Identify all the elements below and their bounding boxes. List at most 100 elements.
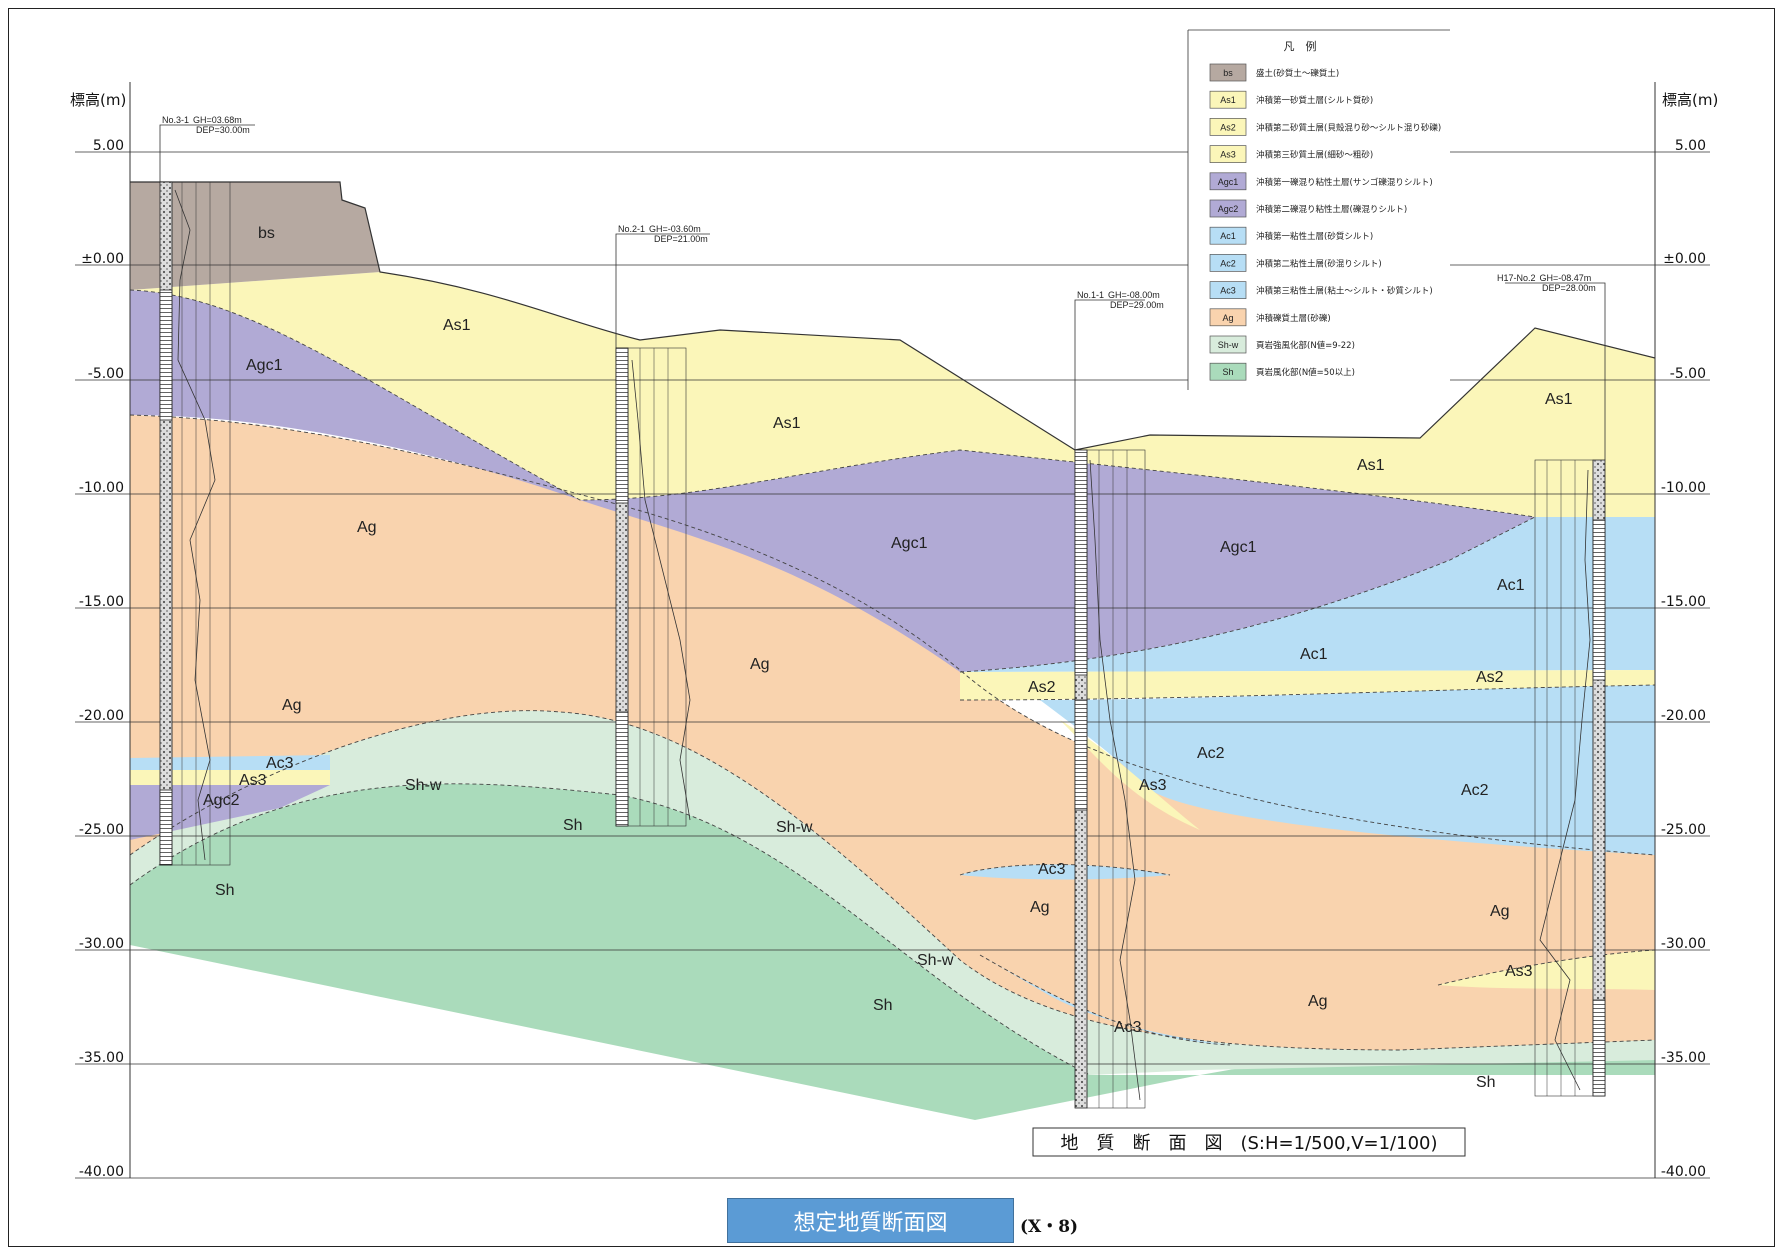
svg-text:H17-No.2GH=-08.47m: H17-No.2GH=-08.47m [1497, 273, 1591, 283]
layer-label: As1 [773, 415, 801, 432]
layer-labels: bs As1 Agc1 Ag Ag Ac3 As3 Agc2 Sh-w Sh A… [203, 225, 1573, 1091]
legend-swatch [1209, 226, 1247, 245]
left-tick-label: -30.00 [79, 936, 124, 952]
layer-label: Sh-w [917, 952, 954, 969]
legend-description: 頁岩強風化部(N値=9-22) [1256, 340, 1355, 351]
legend-swatch [1209, 90, 1247, 109]
borehole-1: No.3-1 GH=03.68m DEP=30.00m [159, 115, 255, 866]
right-tick-label: -20.00 [1661, 708, 1706, 724]
layer-label: Ag [357, 519, 377, 536]
svg-text:No.3-1GH=03.68m: No.3-1 GH=03.68m [162, 115, 242, 125]
left-tick-label: -25.00 [79, 822, 124, 838]
legend-code: Agc1 [1218, 177, 1239, 187]
legend-code: Ac3 [1220, 286, 1236, 296]
layer-agc1 [130, 290, 1535, 672]
layer-label: bs [258, 225, 275, 242]
legend-description: 頁岩風化部(N値=50以上) [1256, 367, 1355, 378]
layer-label: Agc2 [203, 792, 240, 809]
right-tick-label: -40.00 [1661, 1164, 1706, 1180]
borehole-name: H17-No.2 [1497, 273, 1536, 283]
layer-ac1 [960, 517, 1655, 672]
layer-label: Ag [1308, 993, 1328, 1010]
legend-item: As2 沖積第二砂質土層(貝殻混り砂～シルト混り砂礫) [1209, 118, 1441, 136]
legend-item: Sh-w 頁岩強風化部(N値=9-22) [1209, 335, 1355, 354]
layer-ag [130, 415, 1655, 1050]
right-tick-label: -5.00 [1670, 366, 1706, 382]
legend-code: Agc2 [1218, 204, 1239, 214]
layer-label: Sh [215, 882, 235, 899]
borehole-name: No.2-1 [618, 224, 645, 234]
borehole-dep: DEP=28.00m [1542, 283, 1596, 293]
layer-as1 [130, 272, 1655, 517]
ground-surface [130, 181, 1656, 451]
borehole-dep: DEP=30.00m [196, 125, 250, 135]
legend-code: Sh [1222, 367, 1233, 377]
right-tick-label: -35.00 [1661, 1050, 1706, 1066]
layer-label: Sh [563, 817, 583, 834]
layer-ac3-mid [960, 864, 1170, 880]
legend-swatch [1209, 254, 1247, 272]
layer-label: Ag [1030, 899, 1050, 916]
borehole-gh: GH=03.68m [193, 115, 242, 125]
legend-code: As2 [1220, 122, 1236, 132]
legend-description: 沖積第二粘性土層(砂混りシルト) [1256, 258, 1382, 269]
left-tick-labels: 5.00 ±0.00 -5.00 -10.00 -15.00 -20.00 -2… [79, 138, 124, 1180]
left-tick-label: -5.00 [88, 366, 124, 382]
right-tick-label: ±0.00 [1663, 251, 1706, 267]
legend-swatch [1209, 281, 1247, 299]
legend-description: 沖積第二礫混り粘性土層(礫混りシルト) [1256, 204, 1407, 215]
footer-code: (X・8) [1020, 1217, 1079, 1237]
section-caption: 地 質 断 面 図 (S:H=1/500,V=1/100) [1060, 1133, 1437, 1154]
legend-item: Sh 頁岩風化部(N値=50以上) [1209, 362, 1355, 381]
legend-swatch [1209, 145, 1247, 163]
svg-text:No.2-1GH=-03.60m: No.2-1 GH=-03.60m [618, 224, 701, 234]
borehole-name: No.3-1 [162, 115, 189, 125]
legend-code: Ac2 [1220, 258, 1236, 268]
layer-label: Ac1 [1300, 646, 1328, 663]
legend-code: Ag [1222, 313, 1233, 323]
layer-label: As1 [1545, 391, 1573, 408]
borehole-gh: GH=-08.00m [1108, 290, 1160, 300]
caption-box [1032, 1127, 1466, 1157]
layer-label: Ac3 [1114, 1019, 1142, 1036]
layer-label: Ac2 [1197, 745, 1225, 762]
layer-label: Ac2 [1461, 782, 1489, 799]
layer-label: Ag [282, 697, 302, 714]
layer-label: Ac1 [1497, 577, 1525, 594]
layer-label: As3 [1505, 963, 1533, 980]
right-tick-label: 5.00 [1675, 138, 1706, 154]
legend-title: 凡 例 [1284, 39, 1317, 53]
strata [130, 182, 1655, 1120]
layer-bs [130, 182, 380, 290]
legend-code: Sh-w [1218, 340, 1239, 350]
legend-code: As1 [1220, 95, 1236, 105]
legend-code: As3 [1220, 150, 1236, 160]
layer-ac2 [1040, 685, 1655, 855]
legend-item: Agc2 沖積第二礫混り粘性土層(礫混りシルト) [1209, 199, 1407, 218]
right-tick-labels: 5.00 ±0.00 -5.00 -10.00 -15.00 -20.00 -2… [1661, 138, 1706, 1180]
layer-label: Sh-w [776, 819, 813, 836]
footer-title-box: 想定地質断面図 [727, 1198, 1014, 1243]
legend-code: Ac1 [1220, 231, 1236, 241]
legend-swatch [1209, 172, 1247, 191]
right-tick-label: -10.00 [1661, 480, 1706, 496]
borehole-gh: GH=-03.60m [649, 224, 701, 234]
elevation-gridlines [75, 151, 1710, 1179]
legend-code: bs [1223, 68, 1233, 78]
layer-label: As3 [1139, 777, 1167, 794]
layer-label: Agc1 [1220, 539, 1257, 556]
layer-as2 [960, 670, 1655, 700]
layer-label: Sh [873, 997, 893, 1014]
legend-description: 沖積第二砂質土層(貝殻混り砂～シルト混り砂礫) [1256, 122, 1441, 133]
left-tick-label: 5.00 [93, 138, 124, 154]
legend-swatch [1209, 63, 1247, 82]
